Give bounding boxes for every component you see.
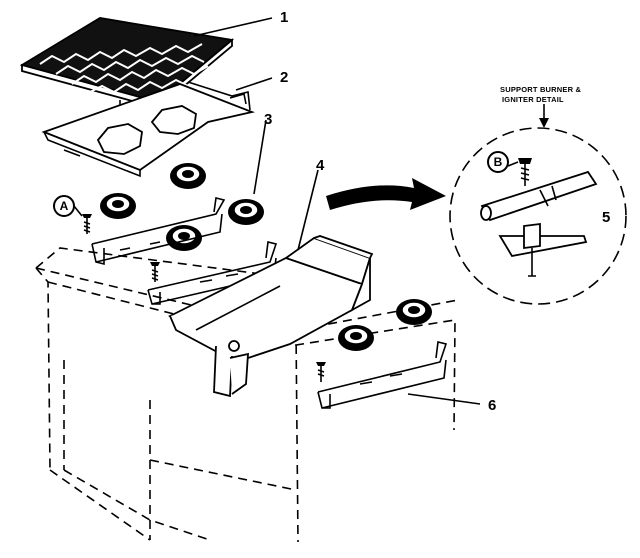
callout-b-badge: B xyxy=(487,151,509,173)
detail-pointer-arrow xyxy=(326,178,446,210)
griddle-tray xyxy=(168,235,374,398)
burner-plate xyxy=(41,81,256,178)
callout-6: 6 xyxy=(488,397,496,414)
callout-b: B xyxy=(494,155,503,169)
burner-head-6 xyxy=(396,299,432,325)
burner-head-2 xyxy=(100,193,136,219)
support-bracket-right xyxy=(317,341,448,409)
detail-caption-line2: IGNITER DETAIL xyxy=(502,95,564,104)
burner-head-1 xyxy=(170,163,206,189)
callout-4: 4 xyxy=(316,157,325,174)
callout-a: A xyxy=(60,199,69,213)
burner-head-5 xyxy=(338,325,374,351)
detail-burner-tube xyxy=(480,170,598,222)
detail-igniter xyxy=(498,222,588,277)
screw-a xyxy=(82,214,92,234)
detail-caption-line1: SUPPORT BURNER & xyxy=(500,85,582,94)
detail-screw-b xyxy=(518,158,532,186)
callout-3: 3 xyxy=(264,111,272,128)
leader-lines xyxy=(73,17,549,405)
screw-right xyxy=(316,362,326,382)
callout-2: 2 xyxy=(280,69,288,86)
support-bracket-left xyxy=(91,197,226,266)
detail-bubble xyxy=(449,127,627,305)
screw-center xyxy=(150,262,160,282)
callout-a-badge: A xyxy=(53,195,75,217)
callout-5: 5 xyxy=(602,209,610,226)
burner-head-3 xyxy=(228,199,264,225)
callout-1: 1 xyxy=(280,9,288,26)
